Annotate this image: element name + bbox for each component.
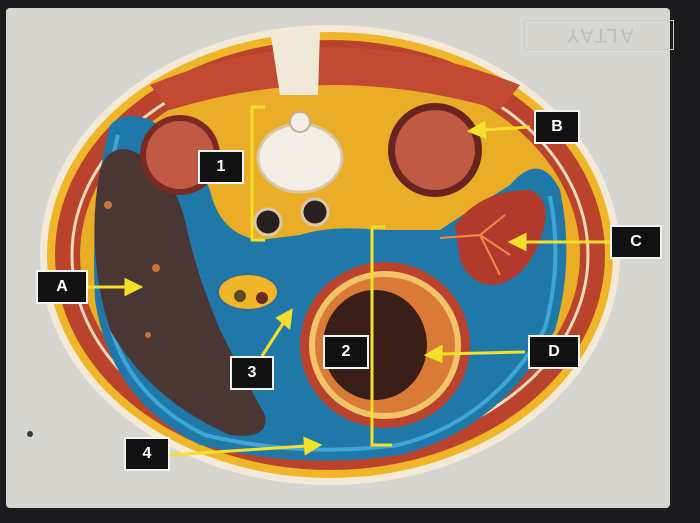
label-4: 4 xyxy=(124,437,170,471)
inferior-vena-cava xyxy=(253,207,283,237)
liver xyxy=(94,149,266,436)
portal-triad xyxy=(217,273,279,311)
bile-duct xyxy=(234,290,246,302)
left-kidney-cortex xyxy=(395,110,475,190)
bracket-2 xyxy=(370,225,392,447)
right-kidney-cortex xyxy=(146,121,214,189)
splenic-vessels xyxy=(439,214,511,276)
liver-vessel xyxy=(104,201,112,209)
arrow-3-head xyxy=(275,308,293,330)
arrow-d-head xyxy=(423,344,443,364)
arrow-b xyxy=(481,125,531,132)
label-1: 1 xyxy=(198,150,244,184)
arrow-4-head xyxy=(303,436,323,456)
vertebral-body xyxy=(256,122,344,194)
label-d: D xyxy=(528,335,580,369)
spinous-process xyxy=(270,29,320,95)
board-pin xyxy=(27,431,33,437)
label-c: C xyxy=(610,225,662,259)
label-3: 3 xyxy=(230,356,274,390)
arrow-4 xyxy=(169,444,307,457)
aorta xyxy=(300,197,330,227)
arrow-a-head xyxy=(124,277,144,297)
bracket-1 xyxy=(250,105,265,242)
arrow-c-head xyxy=(507,232,527,252)
liver-vessel xyxy=(152,264,160,272)
label-a: A xyxy=(36,270,88,304)
back-muscles xyxy=(150,47,520,110)
arrow-d xyxy=(439,350,526,356)
arrow-3 xyxy=(260,321,286,357)
spinal-canal xyxy=(289,111,311,133)
portal-vein xyxy=(256,292,268,304)
spleen xyxy=(455,190,546,285)
arrow-b-head xyxy=(466,120,487,140)
label-2: 2 xyxy=(323,335,369,369)
liver-vessel xyxy=(145,332,151,338)
label-b: B xyxy=(534,110,580,144)
brand-watermark: ALTAY xyxy=(524,20,674,50)
stomach-lumen xyxy=(323,290,427,400)
